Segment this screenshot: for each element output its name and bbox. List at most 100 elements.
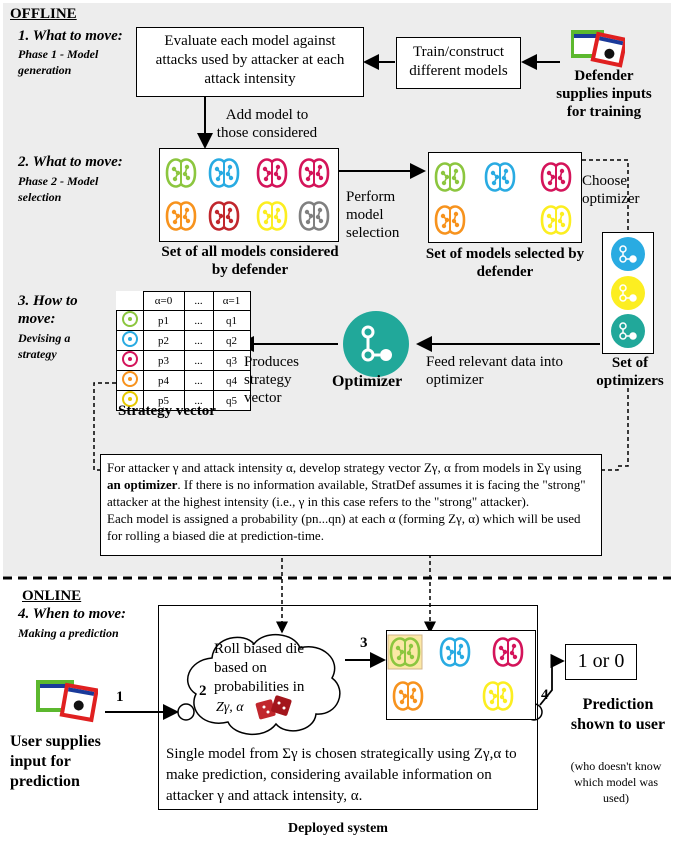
evaluate-box-text: Evaluate each model against attacks used… [155, 33, 345, 87]
offline-section-label: OFFLINE [10, 6, 77, 22]
model-icon-yellow [256, 201, 288, 231]
note-line2: an optimizer. If there is no information… [107, 476, 595, 493]
online-section-label: ONLINE [22, 588, 82, 604]
model-icon-blue [439, 637, 471, 667]
strategy-vector-label: Strategy vector [118, 403, 216, 419]
strategy-row: p2 ... q2 [116, 330, 251, 351]
model-icon-blue [208, 158, 240, 188]
optimizer-label: Optimizer [332, 373, 403, 390]
step-3: 3 [360, 635, 368, 651]
model-icon-green [165, 158, 197, 188]
model-icon-blue [484, 162, 516, 192]
strategy-header-dots: ... [183, 291, 214, 311]
strategy-p: p2 [142, 330, 185, 351]
online-models-grid [387, 634, 524, 711]
model-icon-green [434, 162, 466, 192]
optimizer-icon-teal [611, 314, 645, 348]
step-1: 1 [116, 689, 124, 705]
phase4-subtitle: Making a prediction [18, 626, 119, 640]
input-junction-circle [177, 703, 195, 721]
model-icon-grey [298, 201, 330, 231]
produces-label: Produces strategy vector [244, 354, 299, 406]
add-model-label: Add model to those considered [216, 107, 318, 141]
strategy-dots: ... [183, 330, 214, 351]
deployed-system-label: Deployed system [288, 821, 388, 836]
model-icon-green [116, 310, 144, 331]
cloud-shape [186, 633, 341, 736]
strategy-q: q5 [212, 390, 251, 411]
phase3-title: 3. How to move: [18, 293, 78, 327]
model-icon-yellow [116, 390, 144, 411]
dice-icon [255, 695, 292, 720]
cloud-text: Roll biased die based on probabilities i… [214, 641, 305, 695]
single-model-text: Single model from Σγ is chosen strategic… [166, 746, 517, 804]
model-icon-magenta [540, 162, 572, 192]
defender-label: Defender supplies inputs for training [556, 68, 652, 120]
phase4-title: 4. When to move: [18, 606, 127, 622]
optimizer-icon-blue [611, 237, 645, 271]
phase2-subtitle: Phase 2 - Model selection [18, 174, 99, 204]
model-icon-magenta [256, 158, 288, 188]
user-label: User supplies input for prediction [10, 733, 101, 790]
model-icon-green [387, 634, 423, 670]
perform-selection-label: Perform model selection [346, 189, 400, 241]
all-models-label: Set of all models considered by defender [161, 244, 339, 278]
note-line3: attacker at the highest intensity (i.e.,… [107, 494, 530, 509]
note-line4: Each model is assigned a probability (pn… [107, 511, 581, 526]
step-2: 2 [199, 683, 207, 699]
all-models-grid [165, 158, 330, 231]
phase1-title: 1. What to move: [18, 28, 123, 44]
strategy-dots: ... [183, 390, 214, 411]
strategy-row: p5 ... q5 [116, 390, 251, 411]
model-icon-yellow [540, 205, 572, 235]
strategy-row: p3 ... q3 [116, 350, 251, 371]
note-line2-bold: an optimizer [107, 477, 178, 492]
model-icon-yellow [482, 681, 514, 711]
model-icon-orange [392, 681, 424, 711]
prediction-value: 1 or 0 [577, 650, 625, 672]
strategy-note-box: For attacker γ and attack intensity α, d… [100, 454, 602, 556]
model-icon-orange [165, 201, 197, 231]
strategy-p: p1 [142, 310, 185, 331]
defender-window-icon [570, 27, 629, 69]
prediction-note: (who doesn't know which model was used) [570, 759, 662, 805]
phase3-subtitle: Devising a strategy [18, 331, 71, 361]
all-models-box [159, 148, 339, 242]
model-icon-red [208, 201, 240, 231]
strategy-dots: ... [183, 310, 214, 331]
prediction-label: Prediction shown to user [570, 696, 666, 733]
strategy-dots: ... [183, 350, 214, 371]
note-line2-rest: . If there is no information available, … [177, 477, 586, 492]
prediction-box: 1 or 0 [565, 644, 637, 680]
cloud-math: Zγ, α [216, 700, 244, 715]
strategy-corner-cell [116, 291, 144, 311]
deployed-system-box [158, 605, 538, 810]
model-icon-magenta [116, 350, 144, 371]
model-icon-orange [434, 205, 466, 235]
strategy-p: p4 [142, 370, 185, 391]
strategy-row: p1 ... q1 [116, 310, 251, 331]
train-box: Train/construct different models [396, 37, 521, 89]
strategy-header-alpha0: α=0 [142, 291, 185, 311]
dashed-selected-to-optimizers [582, 159, 629, 232]
strategy-p: p3 [142, 350, 185, 371]
dashed-optimizers-to-online [424, 388, 629, 634]
note-line1: For attacker γ and attack intensity α, d… [107, 460, 582, 475]
optimizer-icon-yellow [611, 276, 645, 310]
step-4: 4 [541, 687, 549, 703]
phase2-title: 2. What to move: [18, 154, 123, 170]
strategy-header-alpha1: α=1 [212, 291, 251, 311]
strategy-q: q1 [212, 310, 251, 331]
train-box-text: Train/construct different models [409, 44, 508, 79]
set-optimizers-label: Set of optimizers [596, 355, 664, 389]
optimizers-icons [611, 237, 645, 348]
strategy-dots: ... [183, 370, 214, 391]
strategy-row: p4 ... q4 [116, 370, 251, 391]
feed-data-label: Feed relevant data into optimizer [426, 354, 564, 388]
model-icon-orange [116, 370, 144, 391]
user-window-icon [36, 676, 99, 726]
model-icon-magenta [298, 158, 330, 188]
note-line5: for rolling a biased die at prediction-t… [107, 528, 324, 543]
choose-optimizer-label: Choose optimizer [582, 173, 640, 207]
